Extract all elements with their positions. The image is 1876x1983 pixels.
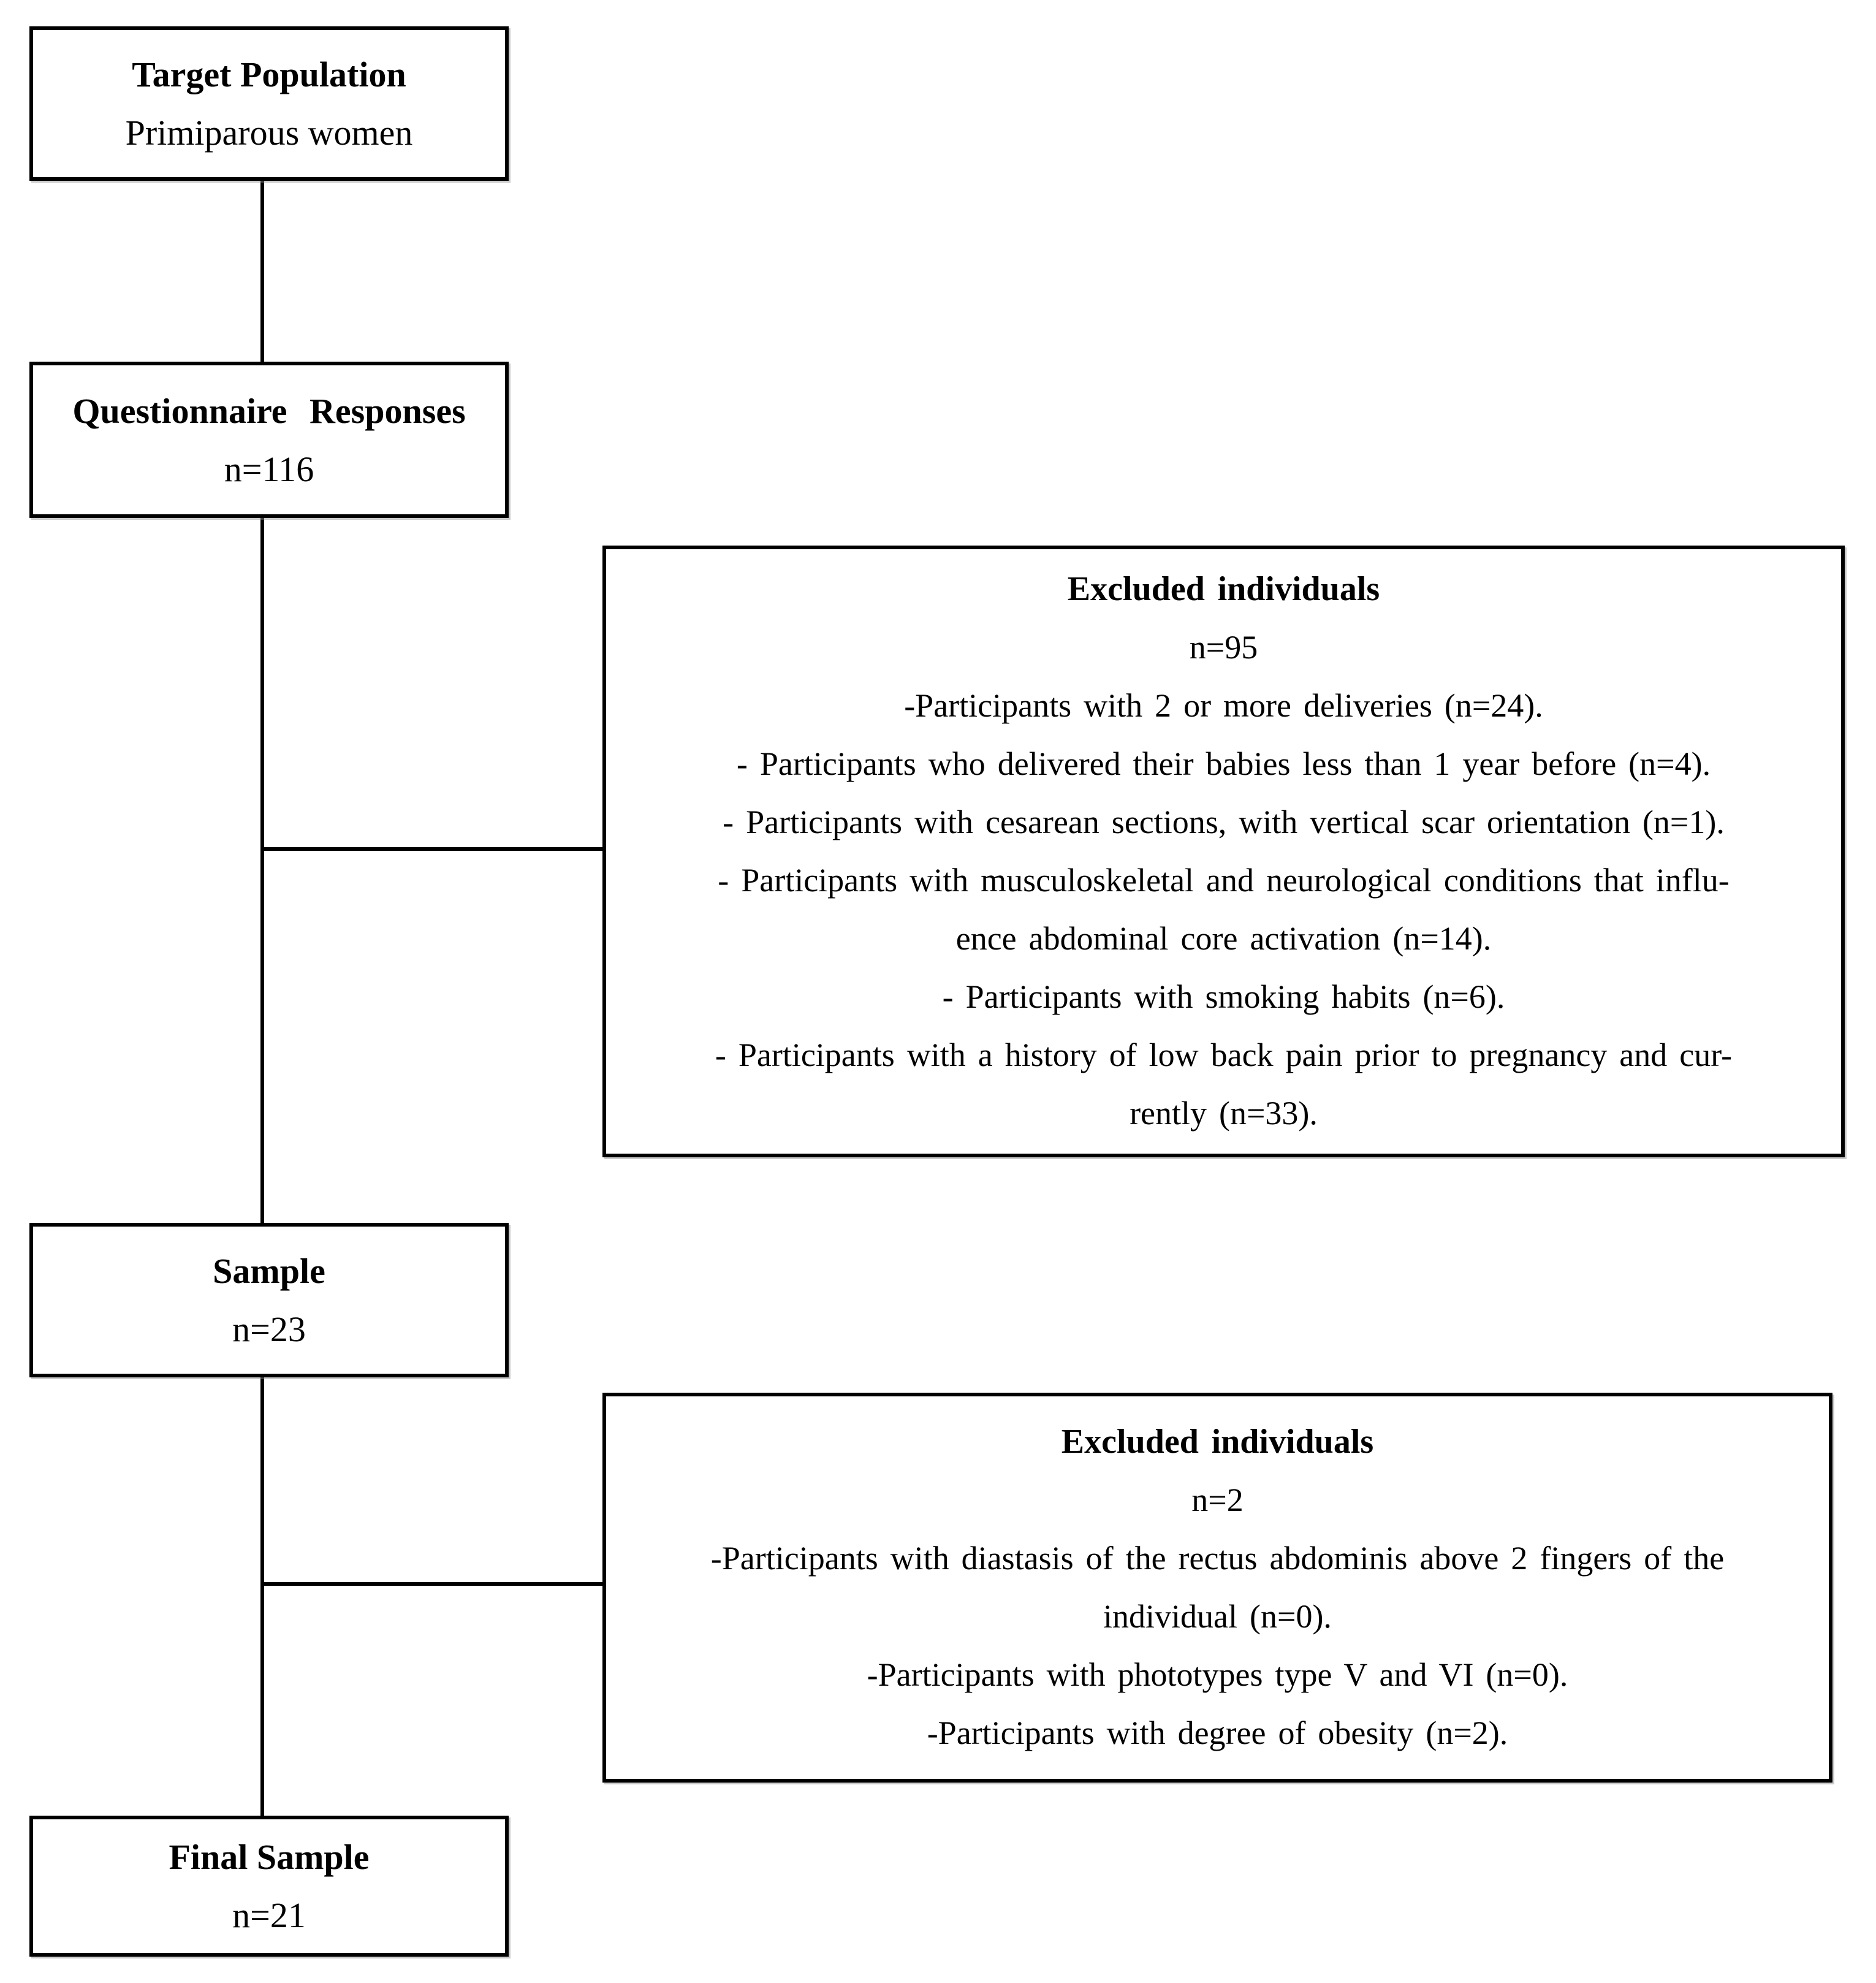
connector-questionnaire-to-sample — [260, 518, 264, 1223]
sample-box: Sample n=23 — [29, 1223, 509, 1377]
branch-connector-excluded-2 — [260, 1582, 602, 1586]
exclusion-reason-line: rently (n=33). — [1130, 1095, 1318, 1132]
connector-target-to-questionnaire — [260, 181, 264, 362]
exclusion-reason-line: -Participants with degree of obesity (n=… — [927, 1715, 1508, 1751]
sample-count: n=23 — [232, 1309, 306, 1349]
final-sample-box: Final Sample n=21 — [29, 1816, 509, 1957]
excluded-2-title: Excluded individuals — [1061, 1423, 1374, 1461]
questionnaire-responses-count: n=116 — [224, 449, 314, 489]
target-population-title: Target Population — [132, 55, 406, 94]
sample-title: Sample — [213, 1251, 325, 1291]
questionnaire-responses-title: Questionnaire Responses — [72, 390, 466, 431]
excluded-1-title: Excluded individuals — [1067, 570, 1380, 608]
connector-sample-to-final — [260, 1377, 264, 1816]
exclusion-reason-line: - Participants who delivered their babie… — [736, 745, 1711, 782]
questionnaire-responses-box: Questionnaire Responses n=116 — [29, 362, 509, 518]
excluded-2-count: n=2 — [1191, 1482, 1244, 1518]
exclusion-reason-line: - Participants with smoking habits (n=6)… — [942, 978, 1505, 1015]
exclusion-reason-line: individual (n=0). — [1103, 1598, 1332, 1635]
branch-connector-excluded-1 — [260, 847, 602, 851]
exclusion-reason-line: ence abdominal core activation (n=14). — [955, 920, 1492, 957]
exclusion-reason-line: - Participants with cesarean sections, w… — [723, 804, 1725, 840]
excluded-individuals-box-2: Excluded individuals n=2 -Participants w… — [602, 1393, 1832, 1783]
exclusion-reason-line: - Participants with a history of low bac… — [715, 1037, 1733, 1073]
excluded-1-count: n=95 — [1189, 629, 1258, 666]
exclusion-reason-line: - Participants with musculoskeletal and … — [718, 862, 1730, 899]
exclusion-reason-line: -Participants with 2 or more deliveries … — [904, 687, 1543, 724]
exclusion-reason-line: -Participants with phototypes type V and… — [867, 1656, 1568, 1693]
target-population-value: Primiparous women — [125, 113, 413, 153]
excluded-individuals-box-1: Excluded individuals n=95 -Participants … — [602, 546, 1845, 1157]
target-population-box: Target Population Primiparous women — [29, 26, 509, 181]
final-sample-count: n=21 — [232, 1895, 306, 1935]
exclusion-reason-line: -Participants with diastasis of the rect… — [710, 1540, 1725, 1577]
final-sample-title: Final Sample — [169, 1837, 370, 1877]
